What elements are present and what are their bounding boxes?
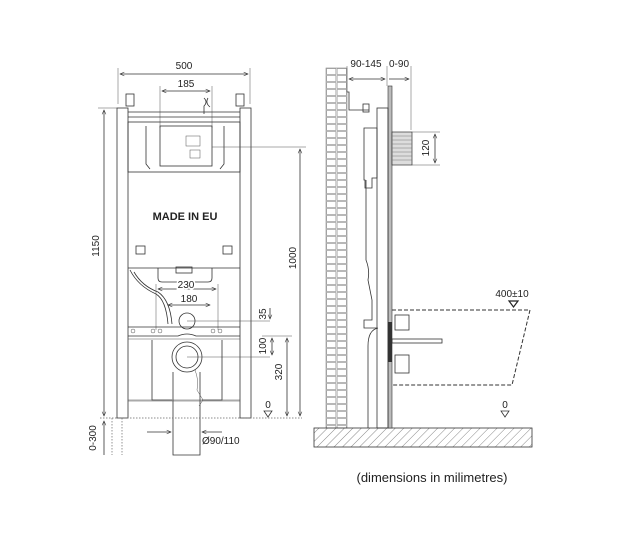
frame-post-left <box>116 107 129 419</box>
floor-level-side-label: 0 <box>502 400 508 411</box>
dim-185-label: 185 <box>178 79 195 90</box>
frame-side <box>376 107 389 429</box>
level-marker-icon <box>507 300 520 308</box>
dim-plate-height-label: 120 <box>421 139 432 156</box>
top-bracket-right <box>235 93 245 107</box>
dim-pipe-label: Ø90/110 <box>202 436 240 447</box>
top-bracket-left <box>125 93 135 107</box>
dim-500-label: 500 <box>176 61 193 72</box>
dim-wall-gap-label: 90-145 <box>350 59 382 70</box>
flush-module <box>159 125 213 167</box>
level-marker-icon <box>500 410 510 418</box>
dim-35-label: 35 <box>258 308 269 320</box>
side-view: 90-145 0-90 120 400±10 0 <box>313 59 533 448</box>
wall-panel <box>387 85 393 429</box>
floor-level-front-label: 0 <box>265 400 271 411</box>
level-marker-icon <box>263 410 273 418</box>
dim-seat-height-label: 400±10 <box>495 289 529 300</box>
dim-1000-label: 1000 <box>288 246 299 269</box>
dim-panel-label: 0-90 <box>389 59 409 70</box>
dim-230-label: 230 <box>178 280 195 291</box>
floor-slab <box>313 427 533 448</box>
dim-100-label: 100 <box>258 337 269 354</box>
toilet-outline <box>392 309 531 386</box>
water-inlet <box>203 97 211 114</box>
dim-320-label: 320 <box>274 363 285 380</box>
frame-post-right <box>239 107 252 419</box>
support-rod <box>391 338 443 344</box>
brick-wall <box>325 67 348 429</box>
made-in-eu-label: MADE IN EU <box>153 211 218 223</box>
drain-pipe <box>172 372 201 456</box>
dim-180-label: 180 <box>181 294 198 305</box>
dim-0-300-label: 0-300 <box>88 425 99 451</box>
caption: (dimensions in milimetres) <box>357 470 508 485</box>
cistern-side <box>363 127 378 189</box>
dim-1150-label: 1150 <box>91 235 102 257</box>
front-view: 500 185 MADE IN EU 230 <box>88 61 306 456</box>
